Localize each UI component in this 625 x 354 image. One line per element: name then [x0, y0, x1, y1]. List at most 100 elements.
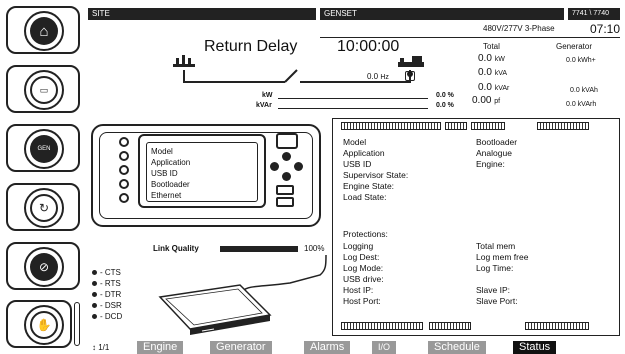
- info-log-mem-free: Log mem free: [476, 252, 529, 262]
- laptop-icon: [158, 255, 327, 335]
- link-quality-bar: [220, 246, 298, 252]
- device-run-button: [276, 185, 294, 195]
- panel-top-hatch-3: [471, 122, 505, 130]
- hand-icon: ✋: [24, 305, 64, 345]
- signal-cts: - CTS: [92, 267, 122, 278]
- status-timer: 10:00:00: [337, 38, 400, 55]
- panel-bottom-hatch-1: [341, 322, 423, 330]
- device-line-ethernet: Ethernet: [151, 191, 182, 200]
- signal-dsr: - DSR: [92, 300, 122, 311]
- info-engine: Engine:: [476, 159, 505, 169]
- gen-kwh: 0.0 kWh+: [566, 57, 596, 64]
- panel-bottom-hatch-2: [429, 322, 471, 330]
- device-top-button: [276, 133, 298, 149]
- auto-cycle-icon: ↻: [24, 188, 64, 228]
- info-logging: Logging: [343, 241, 374, 251]
- info-usb-id: USB ID: [343, 159, 372, 169]
- serial-signals: - CTS - RTS - DTR - DSR - DCD: [92, 267, 122, 322]
- info-log-mode: Log Mode:: [343, 263, 384, 273]
- info-bootloader: Bootloader: [476, 137, 518, 147]
- total-kva: 0.0 kVA: [478, 67, 508, 78]
- kw-bar: [278, 93, 428, 99]
- home-icon: ⌂: [24, 11, 64, 51]
- info-slave-ip: Slave IP:: [476, 285, 511, 295]
- kvar-label: kVAr: [256, 102, 272, 109]
- stop-icon: ⊘: [24, 247, 64, 287]
- device-dpad: [270, 152, 304, 182]
- info-supervisor-state: Supervisor State:: [343, 170, 409, 180]
- info-block1-left: Model Application USB ID Supervisor Stat…: [343, 137, 408, 203]
- code-label: 7741 \ 7740: [568, 8, 620, 20]
- kvar-bar: [278, 103, 428, 109]
- engine-icon: ▭: [24, 70, 64, 110]
- device-line-bootloader: Bootloader: [151, 180, 190, 189]
- signal-dcd: - DCD: [92, 311, 122, 322]
- info-block2-right: Total mem Log mem free Log Time: Slave I…: [476, 241, 528, 307]
- info-application: Application: [343, 148, 385, 158]
- signal-dtr: - DTR: [92, 289, 122, 300]
- pager[interactable]: ↕ 1/1: [92, 343, 109, 352]
- header-divider: [320, 37, 620, 38]
- hz-unit: Hz: [380, 74, 389, 81]
- info-block2-left: Logging Log Dest: Log Mode: USB drive: H…: [343, 241, 384, 307]
- pager-arrows-icon: ↕: [92, 343, 96, 352]
- info-protections: Protections:: [343, 229, 388, 239]
- info-engine-state: Engine State:: [343, 181, 395, 191]
- link-quality-label: Link Quality: [153, 244, 199, 253]
- kw-label: kW: [262, 92, 273, 99]
- device-line-model: Model: [151, 147, 173, 156]
- total-header: Total: [483, 42, 500, 51]
- total-kw: 0.0 kW: [478, 53, 505, 64]
- info-load-state: Load State:: [343, 192, 387, 202]
- tab-schedule[interactable]: Schedule: [428, 341, 486, 354]
- gen-kvah: 0.0 kVAh: [570, 87, 598, 94]
- rail-scrollbar[interactable]: [74, 302, 80, 346]
- kw-percent: 0.0 %: [436, 92, 454, 99]
- gen-kvarh: 0.0 kVArh: [566, 101, 597, 108]
- info-host-port: Host Port:: [343, 296, 381, 306]
- genset-label: GENSET: [320, 8, 564, 20]
- single-line-diagram: [173, 55, 424, 83]
- info-icon[interactable]: ?: [405, 71, 415, 81]
- tab-status[interactable]: Status: [513, 341, 557, 354]
- time-label: 07:10: [590, 22, 621, 36]
- device-left-buttons: [119, 137, 129, 207]
- info-model: Model: [343, 137, 367, 147]
- info-usb-drive: USB drive:: [343, 274, 384, 284]
- signal-rts: - RTS: [92, 278, 122, 289]
- tab-engine[interactable]: Engine: [137, 341, 184, 354]
- generator-header: Generator: [556, 42, 593, 51]
- info-log-dest: Log Dest:: [343, 252, 380, 262]
- generator-icon: GEN: [24, 129, 64, 169]
- tab-generator[interactable]: Generator: [210, 341, 272, 354]
- total-kvar: 0.0 kVAr: [478, 82, 510, 93]
- link-quality-value: 100%: [304, 244, 325, 253]
- panel-bottom-hatch-3: [525, 322, 589, 330]
- controller-device: [91, 124, 321, 227]
- tab-io[interactable]: I/O: [372, 341, 397, 354]
- hz-value: 0.0: [367, 72, 379, 81]
- home-button[interactable]: ⌂: [6, 6, 80, 54]
- pager-label: 1/1: [98, 343, 110, 352]
- device-screen: Model Application USB ID Bootloader Ethe…: [138, 134, 266, 208]
- total-pf: 0.00 pf: [472, 95, 501, 106]
- info-blank: [476, 274, 528, 285]
- panel-top-hatch-2: [445, 122, 467, 130]
- info-block1-right: Bootloader Analogue Engine:: [476, 137, 517, 170]
- info-panel: [332, 118, 620, 336]
- device-stop-button: [276, 197, 294, 207]
- phase-label: 480V/277V 3-Phase: [483, 24, 555, 33]
- status-title: Return Delay: [204, 38, 298, 55]
- panel-top-hatch-1: [341, 122, 441, 130]
- device-line-application: Application: [151, 158, 191, 167]
- info-log-time: Log Time:: [476, 263, 514, 273]
- generator-button[interactable]: GEN: [6, 124, 80, 172]
- auto-button[interactable]: ↻: [6, 183, 80, 231]
- engine-button[interactable]: ▭: [6, 65, 80, 113]
- device-line-usb: USB ID: [151, 169, 178, 178]
- tab-alarms[interactable]: Alarms: [304, 341, 351, 354]
- stop-button[interactable]: ⊘: [6, 242, 80, 290]
- info-total-mem: Total mem: [476, 241, 516, 251]
- hz-readout: 0.0 Hz: [367, 72, 389, 81]
- manual-button[interactable]: ✋: [6, 300, 72, 348]
